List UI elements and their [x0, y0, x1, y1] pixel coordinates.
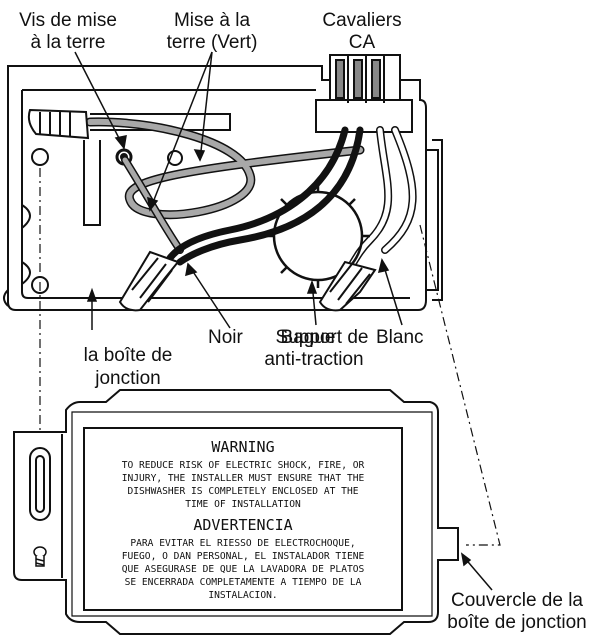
warning-heading-en: WARNING [211, 438, 274, 456]
strain-relief-bushing [266, 184, 370, 288]
warning-line-es-4: SE ENCERRADA COMPLETAMENTE A TIEMPO DE L… [125, 577, 362, 588]
wire-nut-white [318, 260, 377, 312]
warning-line-en-1: TO REDUCE RISK OF ELECTRIC SHOCK, FIRE, … [122, 460, 365, 471]
warning-line-en-2: INJURY, THE INSTALLER MUST ENSURE THAT T… [122, 473, 365, 484]
label-strain-relief-overlap: Bague [281, 327, 336, 348]
warning-line-es-5: INSTALACION. [208, 590, 277, 601]
warning-line-es-1: PARA EVITAR EL RIESSO DE ELECTROCHOQUE, [130, 538, 355, 549]
wire-nut-top [27, 108, 90, 140]
label-strain-relief-line2: anti-traction [264, 349, 363, 370]
label-cover-line2: boîte de jonction [447, 612, 586, 633]
callout-labels: Vis de mise à la terre Mise à la terre (… [19, 10, 587, 633]
black-wires [166, 126, 364, 266]
label-ground-screw-line2: à la terre [31, 32, 106, 53]
warning-heading-es: ADVERTENCIA [193, 516, 292, 534]
ground-wires [85, 117, 365, 254]
ac-connector [315, 54, 413, 133]
label-junction-box-line2: jonction [94, 368, 161, 389]
warning-line-en-3: DISHWASHER IS COMPLETELY ENCLOSED AT THE [127, 486, 358, 497]
label-strain-relief-line1: Support de [276, 327, 369, 348]
label-black: Noir [208, 327, 244, 348]
warning-line-es-2: FUEGO, O DAN PERSONAL, EL INSTALADOR TIE… [122, 551, 365, 562]
warning-line-es-3: QUE ASEGURASE DE QUE LA LAVADORA DE PLAT… [122, 564, 365, 575]
label-cover-line1: Couvercle de la [451, 590, 583, 611]
leader-lines [74, 51, 493, 591]
label-white: Blanc [376, 327, 424, 348]
wire-nut-black [118, 250, 180, 312]
label-ground-screw-line1: Vis de mise [19, 10, 117, 31]
label-ac-jumpers-line2: CA [349, 32, 376, 53]
warning-label: WARNING TO REDUCE RISK OF ELECTRIC SHOCK… [122, 438, 365, 601]
label-ground-wire-line1: Mise à la [174, 10, 250, 31]
label-ac-jumpers-line1: Cavaliers [322, 10, 401, 31]
warning-line-en-4: TIME OF INSTALLATION [185, 499, 301, 510]
cover-screw-icon [33, 546, 47, 567]
alignment-lines [39, 168, 501, 546]
label-junction-box-line1: la boîte de [84, 345, 173, 366]
junction-box-cover [13, 389, 459, 635]
label-ground-wire-line2: terre (Vert) [167, 32, 258, 53]
